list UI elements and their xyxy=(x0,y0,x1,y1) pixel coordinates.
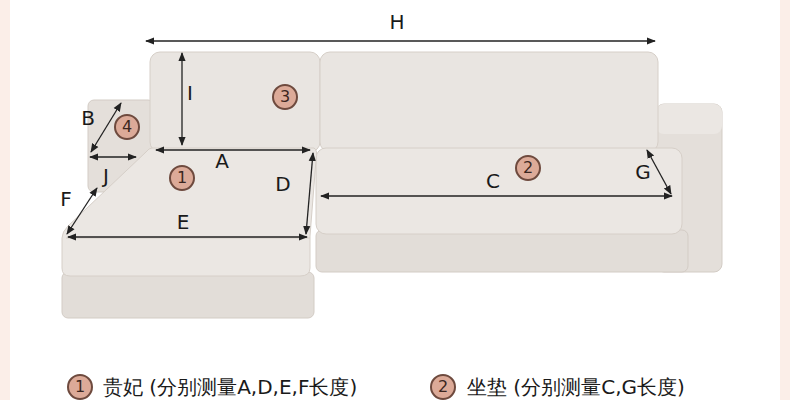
dimension-letter: E xyxy=(177,211,190,233)
dimension-letter: H xyxy=(389,11,404,33)
dimension-letter: J xyxy=(103,165,109,187)
dimension-letter: F xyxy=(60,188,72,210)
callout-circle: 1 xyxy=(169,165,195,191)
callout-circle: 4 xyxy=(114,114,140,140)
callout-number: 3 xyxy=(280,89,290,105)
callout-circle: 2 xyxy=(430,374,456,400)
callout-number: 1 xyxy=(177,170,187,186)
dimension-letter: D xyxy=(275,173,290,195)
dimension-letter: A xyxy=(215,150,229,172)
legend-text: 坐垫 (分别测量C,G长度) xyxy=(467,376,685,398)
callout-number: 2 xyxy=(523,160,533,176)
callout-circle: 1 xyxy=(67,374,93,400)
callout-circle: 3 xyxy=(272,84,298,110)
dimension-letter: G xyxy=(635,161,651,183)
callout-number: 1 xyxy=(75,379,85,395)
callout-circle: 2 xyxy=(515,155,541,181)
callout-number: 2 xyxy=(438,379,448,395)
callout-number: 4 xyxy=(122,119,132,135)
dimension-letter: C xyxy=(486,170,500,192)
dimension-letter: I xyxy=(187,82,193,104)
dimension-letter: B xyxy=(81,107,95,129)
legend-text: 贵妃 (分别测量A,D,E,F长度) xyxy=(103,376,357,398)
